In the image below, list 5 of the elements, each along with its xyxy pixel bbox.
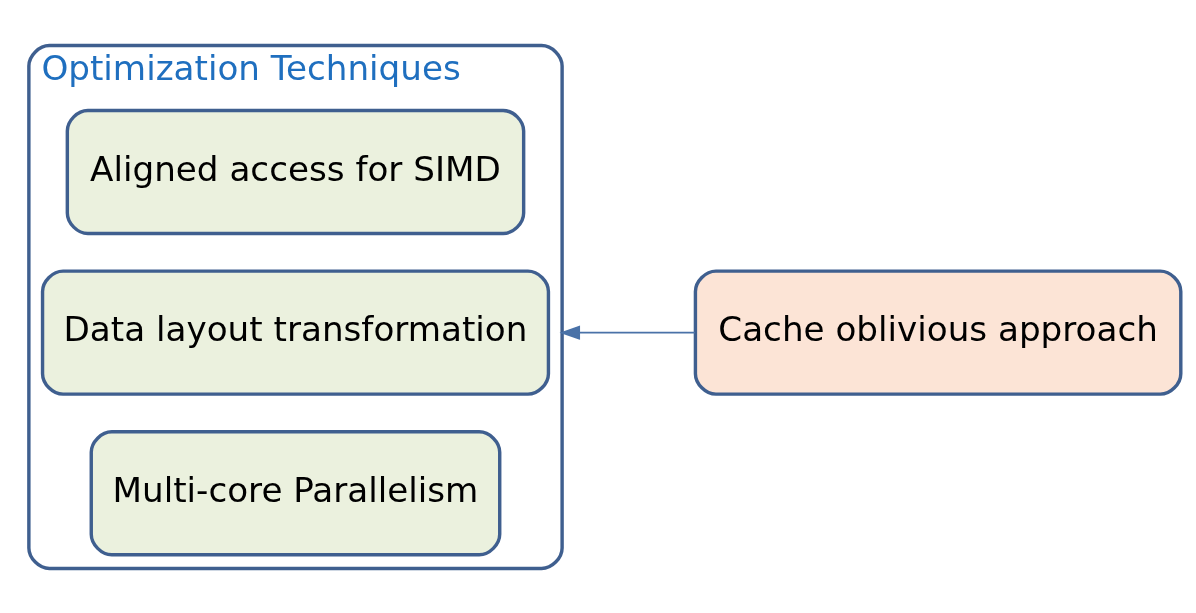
node-box: Data layout transformation	[40, 268, 551, 396]
arrow	[559, 324, 696, 340]
node-box: Cache oblivious approach	[693, 268, 1183, 396]
node-box: Aligned access for SIMD	[65, 108, 526, 235]
node-box: Multi-core Parallelism	[89, 429, 502, 557]
